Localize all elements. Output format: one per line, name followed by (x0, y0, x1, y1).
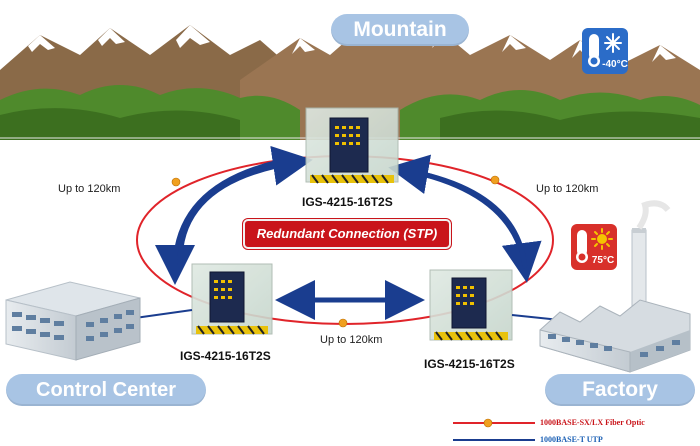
switch-enclosure-left (191, 263, 273, 335)
control-center-building (5, 281, 193, 361)
switch-model-right: IGS-4215-16T2S (424, 357, 515, 371)
cold-temperature-badge: -40°C (582, 28, 628, 74)
switch-model-top: IGS-4215-16T2S (302, 195, 393, 209)
switch-enclosure-right (429, 269, 513, 341)
switch-enclosure-top (305, 107, 399, 184)
arrow-to-top-left (177, 145, 313, 266)
arrow-to-top-right (388, 154, 528, 269)
hot-temperature-value: 75°C (591, 255, 615, 266)
location-label-control-center: Control Center (6, 374, 206, 406)
switch-model-left: IGS-4215-16T2S (180, 349, 271, 363)
distance-label-left: Up to 120km (58, 183, 121, 195)
cold-temperature-value: -40°C (602, 59, 628, 70)
distance-label-bottom: Up to 120km (320, 334, 383, 346)
factory-building (511, 200, 691, 373)
legend-lines (453, 418, 535, 441)
fiber-connector-dots (171, 175, 500, 328)
legend-fiber-label: 1000BASE-SX/LX Fiber Optic (540, 418, 645, 427)
distance-label-right: Up to 120km (536, 183, 599, 195)
location-label-factory: Factory (545, 374, 695, 406)
sun-icon (576, 228, 613, 263)
location-label-mountain: Mountain (331, 14, 469, 46)
snowflake-icon (588, 33, 622, 67)
hot-temperature-badge: 75°C (571, 224, 617, 270)
legend-utp-label: 1000BASE-T UTP (540, 435, 603, 444)
redundant-connection-label: Redundant Connection (STP) (243, 219, 451, 249)
